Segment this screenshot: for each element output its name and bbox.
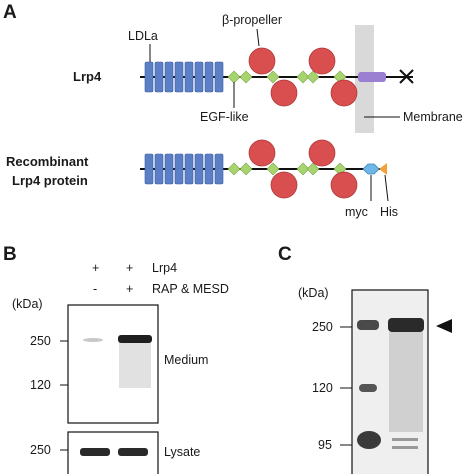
egf-like-domains [227,70,347,84]
lrp4-label: Lrp4 [73,69,102,84]
beta-propeller-label: β-propeller [222,13,282,27]
sample-minor-band-2 [392,446,418,449]
lrp4-row-label: Lrp4 [152,261,177,275]
ladder-band-120 [359,384,377,392]
ldla-repeat [154,61,164,93]
medium-blot-frame [67,304,159,424]
cytoplasmic-end-cross [399,69,414,84]
ldla-repeat [214,61,224,93]
egf-like-domain [306,162,320,176]
sample-smear [389,332,423,432]
western-blot-panel: + + Lrp4 - + RAP & MESD (kDa) 250 120 Me… [12,261,229,474]
ldla-repeat [174,61,184,93]
ldla-repeat [214,153,224,185]
beta-propeller-domains [248,139,358,199]
egf-like-domain [306,70,320,84]
medium-band-lane2 [118,335,152,343]
stained-gel-panel: (kDa) 250 120 95 [298,286,452,474]
panel-label-c: C [278,244,292,265]
lrp4-schematic: LDLa β-propeller EGF-like Membrane Lrp4 [73,13,463,133]
lysate-band-lane1 [80,448,110,456]
egf-like-domain [239,162,253,176]
marker-250-medium: 250 [30,334,51,348]
egf-like-domain [266,162,280,176]
ldla-repeat [204,61,214,93]
membrane-label: Membrane [403,110,463,124]
beta-propeller-domain [330,171,358,199]
marker-120-medium: 120 [30,378,51,392]
rap-mesd-lane2-sign: + [126,282,133,296]
egf-like-domain [227,70,241,84]
ldla-repeat [184,153,194,185]
ldla-repeat [144,61,154,93]
recombinant-schematic: myc His Recombinant Lrp4 protein [6,139,398,219]
ldla-repeats [144,61,224,93]
egf-like-domains [227,162,347,176]
his-label: His [380,205,398,219]
myc-tag [362,163,380,175]
lysate-band-lane2 [118,448,148,456]
propeller-pointer [256,28,260,47]
transmembrane-domain [358,72,386,82]
recombinant-label-line2: Lrp4 protein [12,173,88,188]
marker-250-lysate: 250 [30,443,51,457]
rap-mesd-lane1-sign: - [93,282,97,296]
ldla-repeat [184,61,194,93]
ladder-band-95 [357,431,381,449]
myc-label: myc [345,205,368,219]
beta-propeller-domain [248,139,276,167]
his-tag [379,163,387,175]
marker-95-c: 95 [318,438,332,452]
ldla-label: LDLa [128,29,158,43]
his-pointer [384,174,389,202]
ldla-repeats [144,153,224,185]
egf-like-domain [266,70,280,84]
arrowhead-marker [436,319,452,333]
medium-band-lane1 [83,338,103,342]
egf-like-label: EGF-like [200,110,249,124]
beta-propeller-domains [248,47,358,107]
panel-label-b: B [3,244,17,265]
kda-unit-c: (kDa) [298,286,329,300]
recombinant-label-line1: Recombinant [6,154,89,169]
beta-propeller-domain [248,47,276,75]
ldla-repeat [154,153,164,185]
ldla-repeat [144,153,154,185]
ldla-repeat [204,153,214,185]
beta-propeller-domain [270,171,298,199]
ladder-band-250 [357,320,379,330]
sample-band-main [388,318,424,332]
egf-like-domain [227,162,241,176]
beta-propeller-domain [308,139,336,167]
egf-like-domain [296,70,310,84]
kda-unit-b: (kDa) [12,297,43,311]
marker-250-c: 250 [312,320,333,334]
ldla-repeat [164,153,174,185]
egf-like-domain [239,70,253,84]
ldla-repeat [194,61,204,93]
ldla-repeat [194,153,204,185]
egf-like-domain [296,162,310,176]
beta-propeller-domain [330,79,358,107]
ldla-repeat [164,61,174,93]
beta-propeller-domain [270,79,298,107]
medium-smear-lane2 [119,343,151,388]
sample-minor-band-1 [392,438,418,441]
lrp4-lane2-sign: + [126,261,133,275]
beta-propeller-domain [308,47,336,75]
medium-label: Medium [164,353,208,367]
lrp4-lane1-sign: + [92,261,99,275]
lysate-label: Lysate [164,445,200,459]
panel-label-a: A [3,2,17,23]
rap-mesd-row-label: RAP & MESD [152,282,229,296]
ldla-repeat [174,153,184,185]
marker-120-c: 120 [312,381,333,395]
